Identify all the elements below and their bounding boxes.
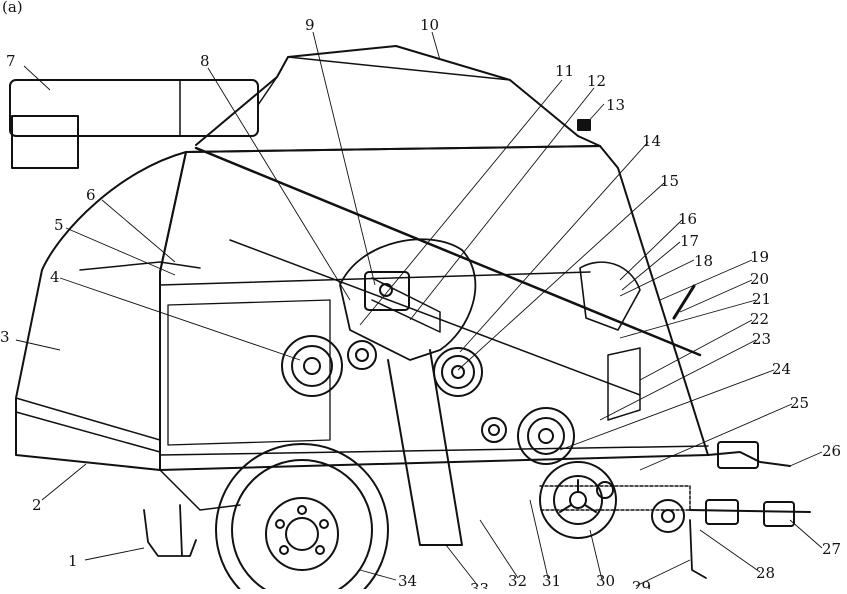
upper-diagonal xyxy=(194,146,702,357)
top-tube xyxy=(9,79,259,137)
right-guard xyxy=(579,261,641,331)
inner-diagonal xyxy=(229,239,641,396)
callout-10: 10 xyxy=(420,16,439,34)
pickup-rotor xyxy=(539,461,617,539)
pto-shaft xyxy=(707,451,791,467)
inner-panel xyxy=(167,299,331,446)
small-sprocket xyxy=(596,481,614,499)
callout-30: 30 xyxy=(596,572,615,589)
callout-7: 7 xyxy=(6,52,16,70)
side-rail-lower xyxy=(159,445,709,456)
callout-27: 27 xyxy=(822,540,841,558)
pulley-right xyxy=(517,407,575,465)
callout-22: 22 xyxy=(750,310,769,328)
callout-24: 24 xyxy=(772,360,791,378)
drawbar-joint xyxy=(705,499,739,525)
front-sprocket xyxy=(651,499,685,533)
front-chamber-top-strip xyxy=(79,261,201,271)
support-leg xyxy=(143,504,197,557)
callout-18: 18 xyxy=(694,252,713,270)
callout-28: 28 xyxy=(756,564,775,582)
callout-2: 2 xyxy=(32,496,42,514)
pulley-left xyxy=(281,335,343,397)
pulley-main xyxy=(433,347,483,397)
front-chamber xyxy=(15,151,187,471)
callout-21: 21 xyxy=(752,290,771,308)
callout-25: 25 xyxy=(790,394,809,412)
callout-1: 1 xyxy=(68,552,78,570)
front-sprocket-hub xyxy=(661,509,675,523)
corner-mark: (a) xyxy=(2,0,23,16)
drawbar-joint-2 xyxy=(763,501,795,527)
hood-roof xyxy=(287,56,511,81)
callout-13: 13 xyxy=(606,96,625,114)
wheel xyxy=(215,443,389,594)
callout-11: 11 xyxy=(555,62,574,80)
side-rail-upper xyxy=(159,271,591,286)
callout-26: 26 xyxy=(822,442,841,460)
pickup-chain xyxy=(539,485,691,511)
callout-3: 3 xyxy=(0,328,10,346)
side-panel xyxy=(159,145,709,471)
callout-6: 6 xyxy=(86,186,96,204)
hitch-jack xyxy=(689,519,707,579)
callout-23: 23 xyxy=(752,330,771,348)
callout-4: 4 xyxy=(50,268,60,286)
hood-outline xyxy=(195,45,601,147)
lift-arm xyxy=(387,349,463,546)
callout-34: 34 xyxy=(398,572,417,589)
front-lower-band xyxy=(15,397,161,453)
gearbox-hub xyxy=(379,283,393,297)
callout-31: 31 xyxy=(542,572,561,589)
callout-32: 32 xyxy=(508,572,527,589)
callout-5: 5 xyxy=(54,216,64,234)
callout-12: 12 xyxy=(587,72,606,90)
side-lever xyxy=(672,284,696,320)
hood-rear-edge xyxy=(257,76,278,106)
pulley-mid xyxy=(347,340,377,370)
pto-coupler xyxy=(717,441,759,469)
vent-bolt xyxy=(577,119,591,131)
rear-frame xyxy=(159,469,241,511)
callout-8: 8 xyxy=(200,52,210,70)
callout-33: 33 xyxy=(470,580,489,589)
drawbar xyxy=(689,509,811,513)
chain-drive xyxy=(371,277,441,333)
gearbox xyxy=(364,271,410,311)
lower-right-box xyxy=(607,347,641,421)
callout-19: 19 xyxy=(750,248,769,266)
leader-lines xyxy=(15,31,823,587)
callout-16: 16 xyxy=(678,210,697,228)
callout-14: 14 xyxy=(642,132,661,150)
callout-15: 15 xyxy=(660,172,679,190)
tube-end-box xyxy=(11,115,79,169)
drive-housing xyxy=(339,238,477,361)
callout-20: 20 xyxy=(750,270,769,288)
tension-idler xyxy=(481,417,507,443)
callout-29: 29 xyxy=(632,578,651,589)
callout-9: 9 xyxy=(305,16,315,34)
callout-17: 17 xyxy=(680,232,699,250)
